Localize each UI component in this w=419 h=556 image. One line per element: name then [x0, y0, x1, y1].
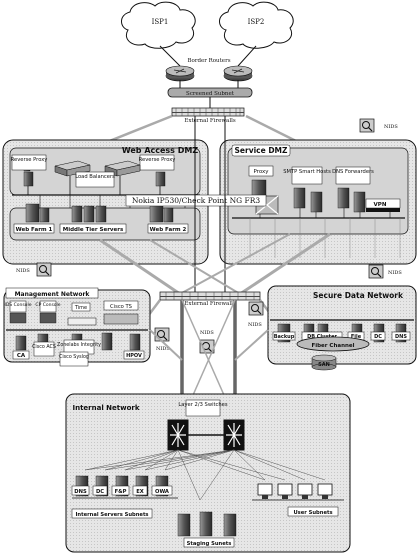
management-title: Management Network [15, 291, 91, 298]
user-workstations [257, 483, 333, 499]
time-server [67, 317, 97, 326]
reverse-proxy-server-left [23, 171, 34, 187]
nids-secure-label: NIDS [248, 322, 262, 328]
time-label: Time [74, 305, 87, 311]
screened-subnet-label: Screened Subnet [186, 91, 235, 97]
dns-forwarders-label: DNS Forwarders [332, 169, 374, 175]
secure-dns-label: DNS [395, 334, 407, 340]
ca-label: CA [17, 353, 26, 359]
isp2-label: ISP2 [248, 18, 265, 26]
cp-console-label: CP Console [35, 302, 60, 308]
hpov-label: HPOV [126, 353, 142, 359]
nids-mgmt [154, 327, 170, 342]
san-label: SAN [318, 362, 330, 368]
middle-tier-label: Middle Tier Servers [63, 227, 124, 233]
dns-forwarder-servers [337, 187, 366, 213]
external-firewall-top [171, 107, 245, 117]
secure-dc-label: DC [374, 334, 382, 340]
backup-label: Backup [274, 334, 295, 340]
web-farm-2-label: Web Farm 2 [150, 227, 187, 233]
internal-title: Internal Network [72, 404, 139, 412]
nids-left [36, 262, 52, 277]
nids-top [359, 118, 375, 133]
isp1-label: ISP1 [152, 18, 169, 26]
external-firewalls-middle-label: External Firewalls [184, 301, 236, 307]
nids-left-label: NIDS [16, 268, 30, 274]
nids-mgmt-label: NIDS [156, 346, 170, 352]
web-farm-1-label: Web Farm 1 [16, 227, 53, 233]
vpn-label: VPN [374, 202, 387, 208]
cp-console-monitor [39, 312, 57, 324]
layer3-switch-left [167, 419, 189, 451]
nokia-label: Nokia IP530/Check Point NG FR3 [132, 196, 261, 205]
service-dmz-title: Service DMZ [235, 146, 288, 155]
switches-label: Layer 2/3 Switches [178, 402, 227, 408]
ids-console-monitor [9, 312, 27, 324]
load-balancer-left [54, 160, 91, 177]
nids-right-label: NIDS [388, 270, 402, 276]
layer3-switch-right [223, 419, 245, 451]
cisco-ts-device [103, 313, 139, 325]
fiber-channel-label: Fiber Channel [311, 343, 354, 349]
nids-secure [248, 301, 264, 316]
vpn-device [365, 198, 401, 212]
external-firewall-middle [159, 291, 261, 301]
load-balancers-label: Load Balancers [75, 174, 115, 180]
ids-console-label: IDS Console [5, 302, 32, 308]
smtp-label: SMTP Smart Hosts [283, 169, 331, 175]
zonelabs-label: Zonelabs Integrity [57, 342, 101, 348]
smtp-servers [293, 187, 323, 213]
external-firewalls-top-label: External Firewalls [184, 118, 236, 124]
fiber-channel-ring [296, 336, 370, 352]
san-storage [311, 354, 337, 371]
reverse-proxy-left-label: Reverse Proxy [11, 157, 48, 163]
internal-server-ex: EX [136, 489, 144, 495]
cisco-syslog-label: Cisco Syslog [59, 354, 89, 360]
isp1-cloud: ISP1 [121, 1, 196, 49]
border-router-right [223, 65, 253, 82]
file-label: File [351, 334, 362, 340]
border-router-left [165, 65, 195, 82]
internal-server-owa: OWA [155, 489, 169, 495]
nids-right [368, 264, 384, 279]
user-subnets-label: User Subnets [293, 510, 332, 516]
reverse-proxy-right-label: Reverse Proxy [139, 157, 176, 163]
internal-server-fp: F&P [115, 489, 127, 495]
staging-label: Staging Sunets [187, 541, 232, 547]
cisco-acs-label: Cisco ACS [32, 344, 56, 350]
staging-servers [177, 511, 237, 537]
nids-center-label: NIDS [200, 330, 214, 336]
web-farm-1-servers [25, 203, 50, 223]
cisco-ts-label: Cisco TS [110, 304, 132, 310]
proxy-label: Proxy [253, 169, 269, 175]
middle-tier-servers [71, 205, 107, 223]
internal-server-dns: DNS [74, 489, 87, 495]
internal-server-dc: DC [96, 489, 104, 495]
isp2-cloud: ISP2 [219, 1, 294, 49]
reverse-proxy-server-right [155, 171, 166, 187]
internal-servers-label: Internal Servers Subnets [75, 512, 148, 518]
secure-data-title: Secure Data Network [313, 291, 404, 300]
web-dmz-title: Web Access DMZ [122, 146, 198, 155]
nids-top-label: NIDS [384, 124, 398, 130]
border-routers-label: Border Routers [187, 58, 230, 64]
